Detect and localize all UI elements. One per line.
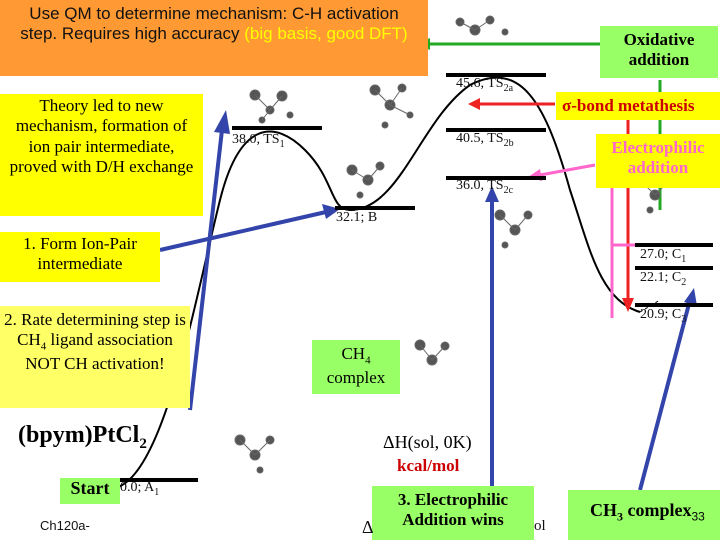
- start-box: Start: [60, 478, 120, 504]
- theory-box: Theory led to new mechanism, formation o…: [0, 94, 203, 216]
- title-text: Use QM to determine mechanism: C-H activ…: [20, 4, 399, 44]
- label-c3: 20.9; C3: [640, 307, 687, 325]
- label-c1: 27.0; C1: [640, 247, 687, 265]
- step3-arrowhead: [485, 186, 499, 202]
- label-ts1: 38.0, TS1: [232, 132, 285, 150]
- molecule-ch4: [414, 339, 450, 366]
- sigma-box: σ-bond metathesis: [556, 92, 720, 120]
- oxidative-box: Oxidative addition: [600, 26, 718, 78]
- step1-arrow: [159, 210, 327, 252]
- level-b: [335, 206, 415, 210]
- level-c1: [635, 243, 713, 247]
- label-a1: 0.0; A1: [120, 480, 160, 498]
- level-c3: [635, 303, 713, 307]
- level-a1: [118, 478, 198, 482]
- bottom-fragment-left: Δ: [362, 517, 374, 537]
- dh-label: ΔH(sol, 0K): [383, 432, 472, 452]
- step1-box: 1. Form Ion-Pair intermediate: [0, 232, 160, 282]
- footer-course: Ch120a-: [40, 518, 90, 533]
- ch3-arrowhead: [684, 288, 697, 306]
- electrophilic-arrow: [539, 163, 596, 177]
- step3-box: 3. Electrophilic Addition wins: [372, 486, 534, 540]
- dh-unit: kcal/mol: [397, 456, 460, 475]
- level-ts2c: [446, 176, 546, 180]
- level-ts2a: [446, 73, 546, 77]
- molecule-ts2c: [494, 209, 533, 249]
- molecule-start: [234, 434, 275, 474]
- bottom-fragment-right: ol: [534, 518, 546, 534]
- slide-number: 33: [691, 509, 705, 524]
- label-ts2b: 40.5, TS2b: [456, 131, 514, 149]
- molecule-ts1: [249, 89, 294, 124]
- electrophilic-box: Electrophilic addition: [596, 134, 720, 188]
- level-ts1: [232, 126, 322, 130]
- catalyst-label: (bpym)PtCl2: [18, 422, 147, 452]
- title-box: Use QM to determine mechanism: C-H activ…: [0, 0, 428, 76]
- sigma-down-head: [622, 298, 634, 312]
- title-highlight: (big basis, good DFT): [244, 24, 408, 44]
- ch3-complex-box: CH3 complex33: [568, 490, 720, 540]
- descent-dashes: [639, 299, 661, 313]
- label-ts2a: 45.6, TS2a: [456, 76, 514, 94]
- level-ts2b: [446, 128, 546, 132]
- molecule-b: [346, 161, 385, 199]
- label-b: 32.1; B: [336, 210, 378, 225]
- ch3-arrow: [638, 299, 692, 491]
- molecule-top: [455, 15, 509, 36]
- molecule-ts2: [369, 83, 414, 129]
- step2-box: 2. Rate determining step is CH4 ligand a…: [0, 306, 190, 408]
- sigma-arrowhead: [468, 98, 480, 110]
- theory-arrow: [188, 129, 224, 411]
- label-ts2c: 36.0, TS2c: [456, 178, 514, 196]
- level-c2: [635, 266, 713, 270]
- ch4-complex-box: CH4 complex: [312, 340, 400, 394]
- label-c2: 22.1; C2: [640, 270, 687, 288]
- theory-arrowhead: [214, 110, 230, 134]
